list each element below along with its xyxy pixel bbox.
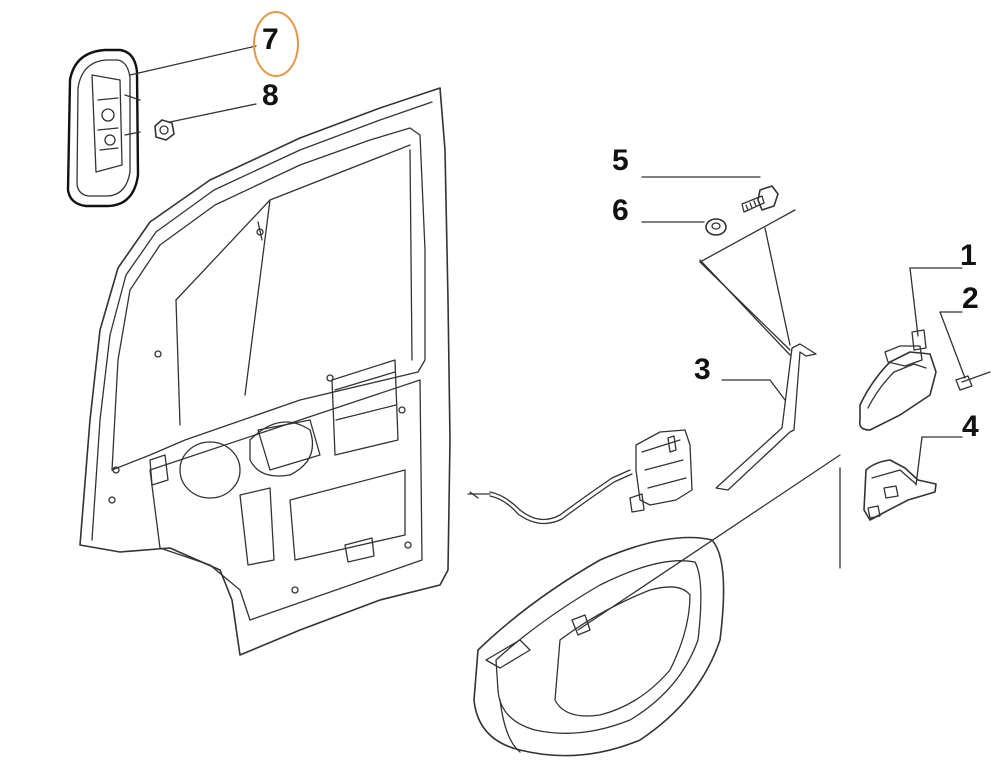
callout-8[interactable]: 8 — [262, 79, 279, 112]
callout-6[interactable]: 6 — [612, 194, 629, 227]
callout-5[interactable]: 5 — [612, 144, 629, 177]
callout-7[interactable]: 7 — [262, 23, 279, 56]
callout-4[interactable]: 4 — [962, 410, 979, 443]
latch-mechanism — [467, 429, 693, 525]
mirror-bracket-part-7 — [66, 45, 257, 208]
nut-part-8 — [154, 103, 257, 141]
callout-3[interactable]: 3 — [694, 353, 711, 386]
callout-2[interactable]: 2 — [962, 282, 979, 315]
screw-part-2 — [939, 311, 991, 391]
washer-part-6 — [641, 218, 727, 236]
interior-handle-part-1 — [858, 267, 963, 431]
handle-cover-part-4 — [863, 436, 963, 521]
lock-rod-part-3 — [715, 343, 817, 491]
callout-7-highlight-ring — [253, 11, 299, 77]
door-panel — [79, 87, 451, 656]
callout-1[interactable]: 1 — [960, 239, 977, 272]
exterior-handle — [473, 454, 841, 757]
bolt-part-5 — [641, 176, 779, 213]
